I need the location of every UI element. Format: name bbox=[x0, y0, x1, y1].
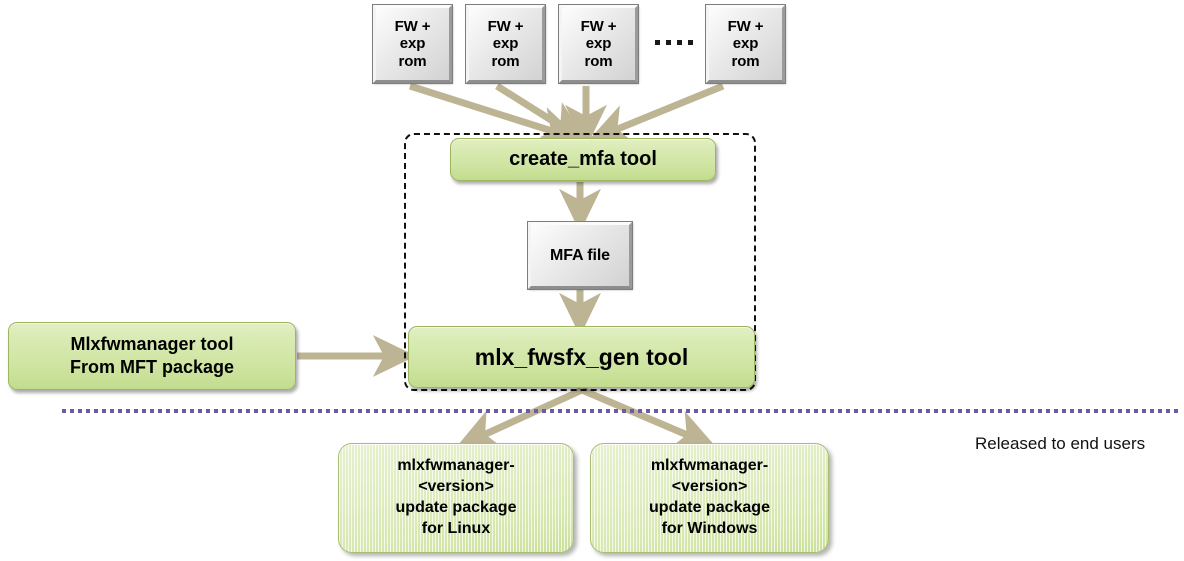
fw-line-3: rom bbox=[491, 52, 520, 70]
create-mfa-tool-box[interactable]: create_mfa tool bbox=[450, 138, 716, 181]
fw-line-3: rom bbox=[584, 52, 613, 70]
linux-line-2: <version> bbox=[418, 478, 494, 496]
fw-exp-rom-box-1[interactable]: FW + exp rom bbox=[372, 4, 453, 84]
fw-line-1: FW + bbox=[727, 17, 764, 35]
arrow-fw2-to-create-mfa bbox=[495, 83, 588, 143]
fw-exp-rom-label-4: FW + exp rom bbox=[728, 18, 764, 70]
windows-package-box[interactable]: mlxfwmanager- <version> update package f… bbox=[590, 443, 829, 553]
windows-line-2: <version> bbox=[671, 478, 748, 496]
fw-line-2: exp bbox=[492, 35, 519, 53]
fw-exp-rom-box-3[interactable]: FW + exp rom bbox=[558, 4, 639, 84]
fw-exp-rom-box-4[interactable]: FW + exp rom bbox=[705, 4, 786, 84]
mfa-file-label: MFA file bbox=[550, 246, 610, 264]
fw-line-2: exp bbox=[732, 35, 759, 53]
fw-line-1: FW + bbox=[487, 17, 524, 35]
fw-exp-rom-box-2[interactable]: FW + exp rom bbox=[465, 4, 546, 84]
fw-line-2: exp bbox=[585, 35, 612, 53]
linux-package-box[interactable]: mlxfwmanager- <version> update package f… bbox=[338, 443, 574, 553]
mfa-file-box[interactable]: MFA file bbox=[527, 221, 633, 290]
create-mfa-tool-label: create_mfa tool bbox=[509, 148, 657, 170]
windows-line-3: update package bbox=[649, 499, 770, 516]
release-separator bbox=[62, 409, 1182, 413]
release-caption: Released to end users bbox=[975, 434, 1145, 454]
fw-line-1: FW + bbox=[394, 17, 431, 35]
fw-line-1: FW + bbox=[580, 17, 617, 35]
mlxfwmanager-tool-box[interactable]: Mlxfwmanager tool From MFT package bbox=[8, 322, 296, 390]
linux-line-3: update package bbox=[395, 499, 517, 516]
ellipsis-dot bbox=[666, 40, 671, 45]
fw-line-2: exp bbox=[399, 35, 426, 53]
fw-exp-rom-label-3: FW + exp rom bbox=[581, 18, 617, 70]
mlxfwmanager-tool-label: Mlxfwmanager tool From MFT package bbox=[70, 333, 234, 380]
ellipsis-dot bbox=[677, 40, 682, 45]
arrow-fwsfx-to-linux-package bbox=[455, 386, 584, 449]
windows-package-label: mlxfwmanager- <version> update package f… bbox=[649, 456, 770, 539]
fw-line-3: rom bbox=[731, 52, 760, 70]
fw-line-3: rom bbox=[398, 52, 427, 70]
ellipsis-icon bbox=[655, 40, 693, 45]
windows-line-4: for Windows bbox=[661, 519, 758, 537]
fw-exp-rom-label-2: FW + exp rom bbox=[488, 18, 524, 70]
mlx-fwsfx-gen-tool-label: mlx_fwsfx_gen tool bbox=[474, 343, 689, 370]
mlxfwmanager-line-1: Mlxfwmanager tool bbox=[70, 333, 234, 354]
linux-package-label: mlxfwmanager- <version> update package f… bbox=[396, 456, 517, 539]
fw-exp-rom-label-1: FW + exp rom bbox=[395, 18, 431, 70]
ellipsis-dot bbox=[655, 40, 660, 45]
mlx-fwsfx-gen-tool-box[interactable]: mlx_fwsfx_gen tool bbox=[408, 326, 755, 388]
arrow-fw1-to-create-mfa bbox=[408, 82, 582, 148]
release-caption-text: Released to end users bbox=[975, 434, 1146, 453]
linux-line-4: for Linux bbox=[421, 519, 491, 537]
ellipsis-dot bbox=[688, 40, 693, 45]
linux-line-1: mlxfwmanager- bbox=[397, 457, 515, 475]
internal-build-group-box bbox=[404, 133, 756, 391]
windows-line-1: mlxfwmanager- bbox=[650, 457, 769, 475]
arrow-fwsfx-to-windows-package bbox=[580, 386, 717, 450]
arrow-fw4-to-create-mfa bbox=[587, 82, 725, 145]
mlxfwmanager-line-2: From MFT package bbox=[69, 357, 235, 377]
